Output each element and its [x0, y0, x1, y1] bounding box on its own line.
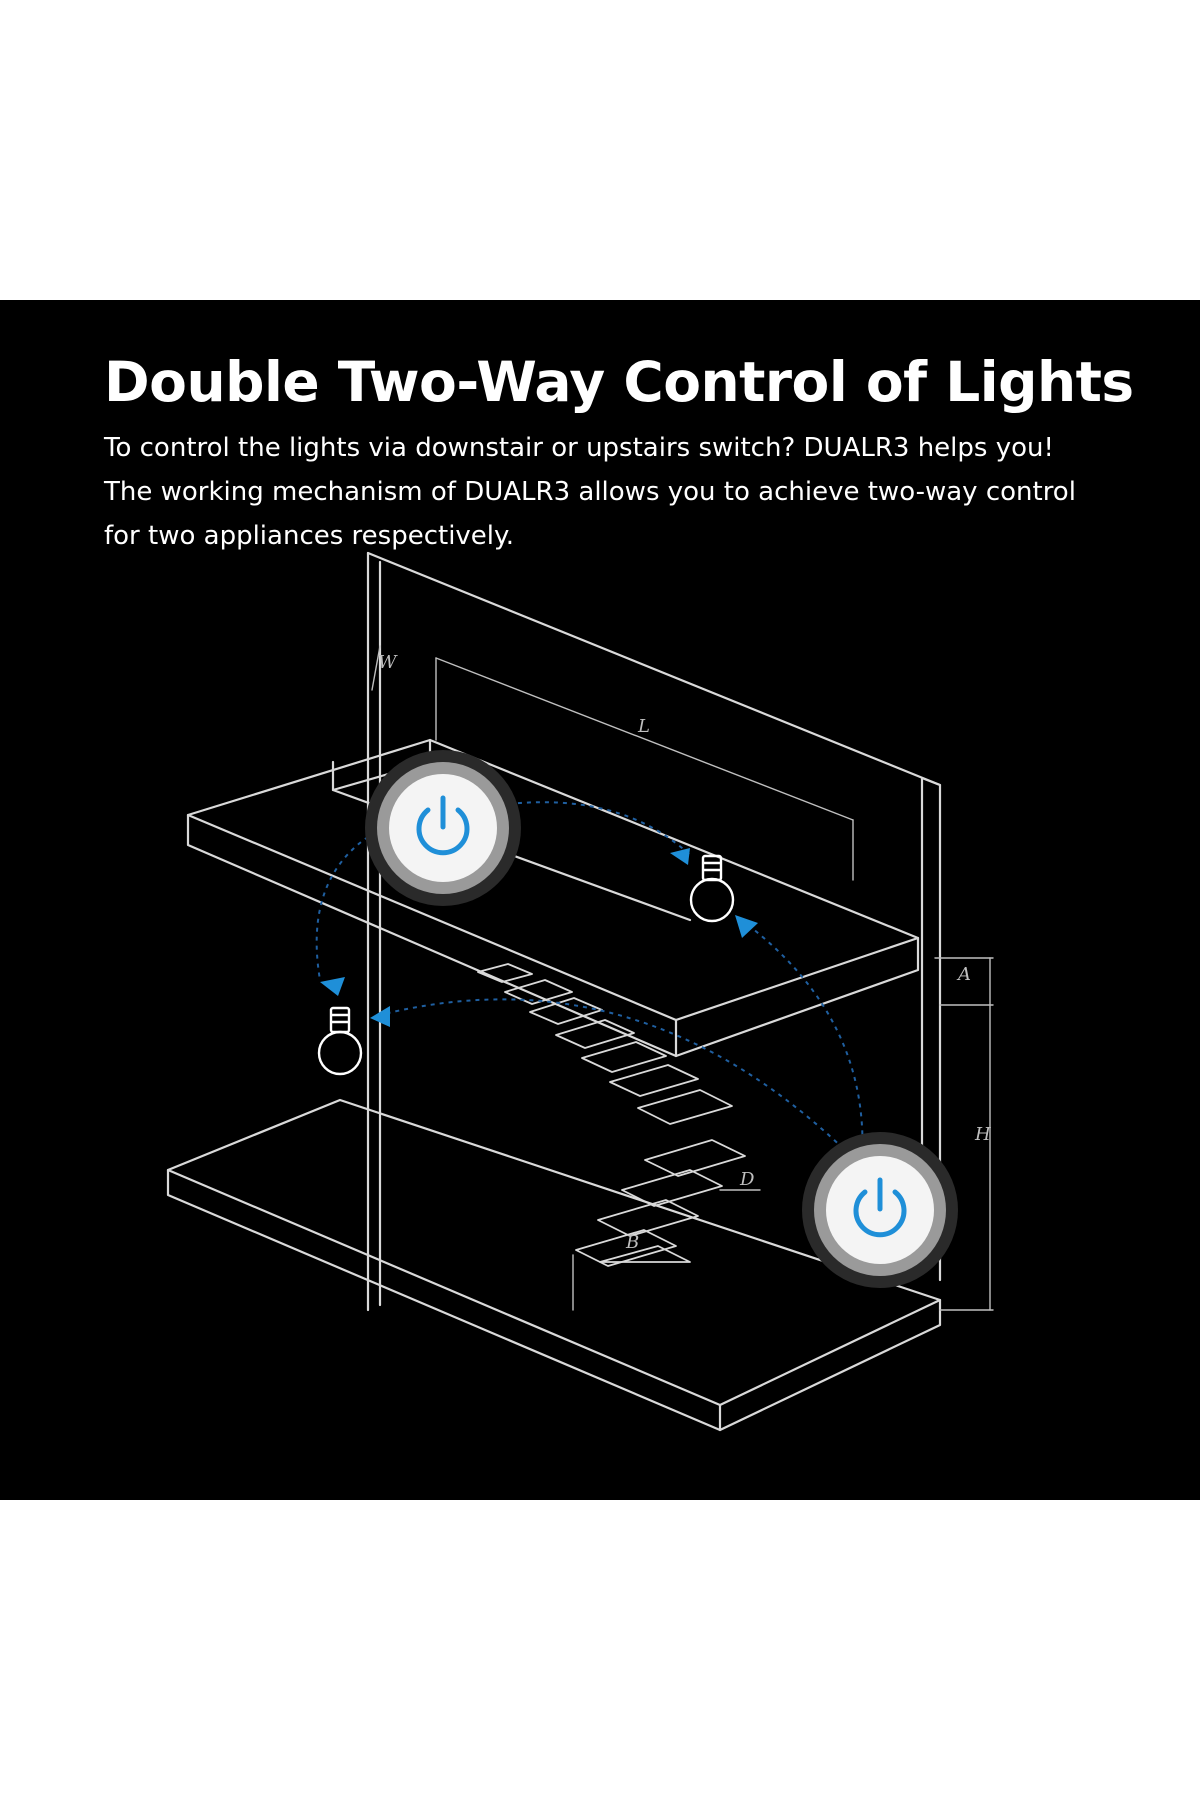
dimension-label-b: B: [625, 1232, 639, 1253]
power-icon[interactable]: [802, 1132, 958, 1288]
stair-treads: [477, 963, 746, 1267]
back-wall: [366, 551, 942, 1312]
description-line: for two appliances respectively.: [104, 521, 514, 551]
dimension-label-l: L: [637, 716, 650, 737]
power-icon[interactable]: [365, 750, 521, 906]
dimension-label-h: H: [974, 1124, 991, 1145]
description-line: The working mechanism of DUALR3 allows y…: [104, 477, 1076, 507]
dimension-label-w: W: [378, 652, 398, 673]
description: To control the lights via downstair or u…: [104, 426, 1104, 558]
dimension-label-a: A: [956, 964, 971, 985]
headline: Double Two-Way Control of Lights: [104, 350, 1134, 414]
staircase-illustration: W L A H D B: [166, 551, 994, 1432]
control-paths: [315, 801, 864, 1161]
light-bulb-icon: [689, 854, 735, 923]
dimension-lines: [371, 645, 994, 1311]
product-banner: W L A H D B: [0, 300, 1200, 1500]
description-line: To control the lights via downstair or u…: [104, 433, 1054, 463]
control-arrows: [320, 848, 758, 1027]
light-bulb-icon: [317, 1006, 363, 1076]
upper-landing: [186, 738, 920, 1058]
dimension-label-d: D: [739, 1169, 755, 1190]
floor-slab: [166, 1098, 942, 1432]
